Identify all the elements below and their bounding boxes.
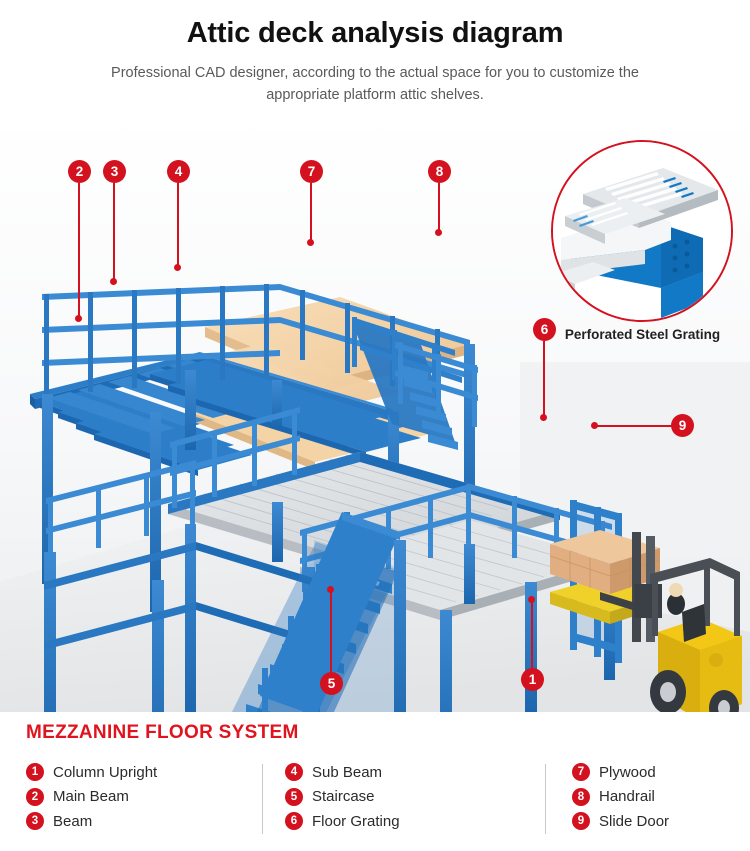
callout-marker-2[interactable]: 2 bbox=[68, 160, 91, 183]
callout-marker-7[interactable]: 7 bbox=[300, 160, 323, 183]
legend-label-4: Sub Beam bbox=[312, 763, 383, 781]
callout-marker-4[interactable]: 4 bbox=[167, 160, 190, 183]
legend-item-plywood[interactable]: 7 Plywood bbox=[572, 760, 669, 785]
callout-dot-9 bbox=[591, 422, 598, 429]
legend-label-7: Plywood bbox=[599, 763, 656, 781]
legend: MEZZANINE FLOOR SYSTEM 1 Column Upright … bbox=[0, 716, 750, 851]
legend-title: MEZZANINE FLOOR SYSTEM bbox=[26, 722, 299, 743]
callout-leader-3 bbox=[113, 183, 115, 281]
legend-column-3: 7 Plywood 8 Handrail 9 Slide Door bbox=[572, 760, 669, 834]
forklift bbox=[600, 532, 742, 712]
callout-leader-7 bbox=[310, 183, 312, 241]
legend-badge-5: 5 bbox=[285, 787, 303, 806]
header: Attic deck analysis diagram Professional… bbox=[0, 0, 750, 107]
callout-leader-1 bbox=[531, 600, 533, 668]
upper-handrail-left bbox=[42, 284, 280, 396]
upper-staircase bbox=[352, 317, 478, 450]
perforated-grating-inset bbox=[551, 140, 733, 322]
callout-dot-8 bbox=[435, 229, 442, 236]
callout-leader-6 bbox=[543, 341, 545, 416]
callout-marker-3[interactable]: 3 bbox=[103, 160, 126, 183]
callout-dot-7 bbox=[307, 239, 314, 246]
mid-level-frame bbox=[44, 407, 615, 712]
callout-leader-9 bbox=[594, 425, 673, 427]
callout-dot-4 bbox=[174, 264, 181, 271]
legend-badge-1: 1 bbox=[26, 763, 44, 782]
main-staircase bbox=[231, 512, 406, 712]
legend-label-9: Slide Door bbox=[599, 812, 670, 830]
callout-leader-5 bbox=[330, 590, 332, 672]
callout-dot-2 bbox=[75, 315, 82, 322]
legend-divider-2 bbox=[545, 764, 546, 834]
legend-badge-3: 3 bbox=[26, 812, 44, 831]
legend-label-6: Floor Grating bbox=[312, 812, 400, 830]
callout-marker-8[interactable]: 8 bbox=[428, 160, 451, 183]
legend-item-handrail[interactable]: 8 Handrail bbox=[572, 785, 669, 810]
legend-label-2: Main Beam bbox=[53, 788, 129, 806]
page-subtitle: Professional CAD designer, according to … bbox=[111, 64, 639, 104]
callout-marker-6[interactable]: 6 bbox=[533, 318, 556, 341]
legend-item-staircase[interactable]: 5 Staircase bbox=[285, 785, 400, 810]
callout-marker-9[interactable]: 9 bbox=[671, 414, 694, 437]
callout-dot-3 bbox=[110, 278, 117, 285]
callout-dot-1 bbox=[528, 596, 535, 603]
legend-label-1: Column Upright bbox=[53, 763, 158, 781]
legend-badge-2: 2 bbox=[26, 787, 44, 806]
callout-leader-8 bbox=[438, 183, 440, 231]
legend-item-column-upright[interactable]: 1 Column Upright bbox=[26, 760, 157, 785]
legend-badge-4: 4 bbox=[285, 763, 303, 782]
legend-badge-6: 6 bbox=[285, 812, 303, 831]
page-title: Attic deck analysis diagram bbox=[186, 17, 564, 49]
callout-dot-6 bbox=[540, 414, 547, 421]
legend-item-main-beam[interactable]: 2 Main Beam bbox=[26, 785, 157, 810]
legend-label-8: Handrail bbox=[599, 788, 655, 806]
legend-item-slide-door[interactable]: 9 Slide Door bbox=[572, 809, 669, 834]
callout-marker-5[interactable]: 5 bbox=[320, 672, 343, 695]
legend-badge-8: 8 bbox=[572, 787, 590, 806]
callout-marker-1[interactable]: 1 bbox=[521, 668, 544, 691]
legend-label-5: Staircase bbox=[312, 788, 375, 806]
inset-caption: Perforated Steel Grating bbox=[564, 327, 721, 342]
legend-badge-9: 9 bbox=[572, 812, 590, 831]
callout-leader-4 bbox=[177, 183, 179, 267]
legend-item-floor-grating[interactable]: 6 Floor Grating bbox=[285, 809, 400, 834]
callout-leader-2 bbox=[78, 183, 80, 318]
legend-divider-1 bbox=[262, 764, 263, 834]
legend-item-beam[interactable]: 3 Beam bbox=[26, 809, 157, 834]
legend-item-sub-beam[interactable]: 4 Sub Beam bbox=[285, 760, 400, 785]
legend-badge-7: 7 bbox=[572, 763, 590, 782]
callout-dot-5 bbox=[327, 586, 334, 593]
legend-column-1: 1 Column Upright 2 Main Beam 3 Beam bbox=[26, 760, 157, 834]
legend-column-2: 4 Sub Beam 5 Staircase 6 Floor Grating bbox=[285, 760, 400, 834]
legend-label-3: Beam bbox=[53, 812, 93, 830]
